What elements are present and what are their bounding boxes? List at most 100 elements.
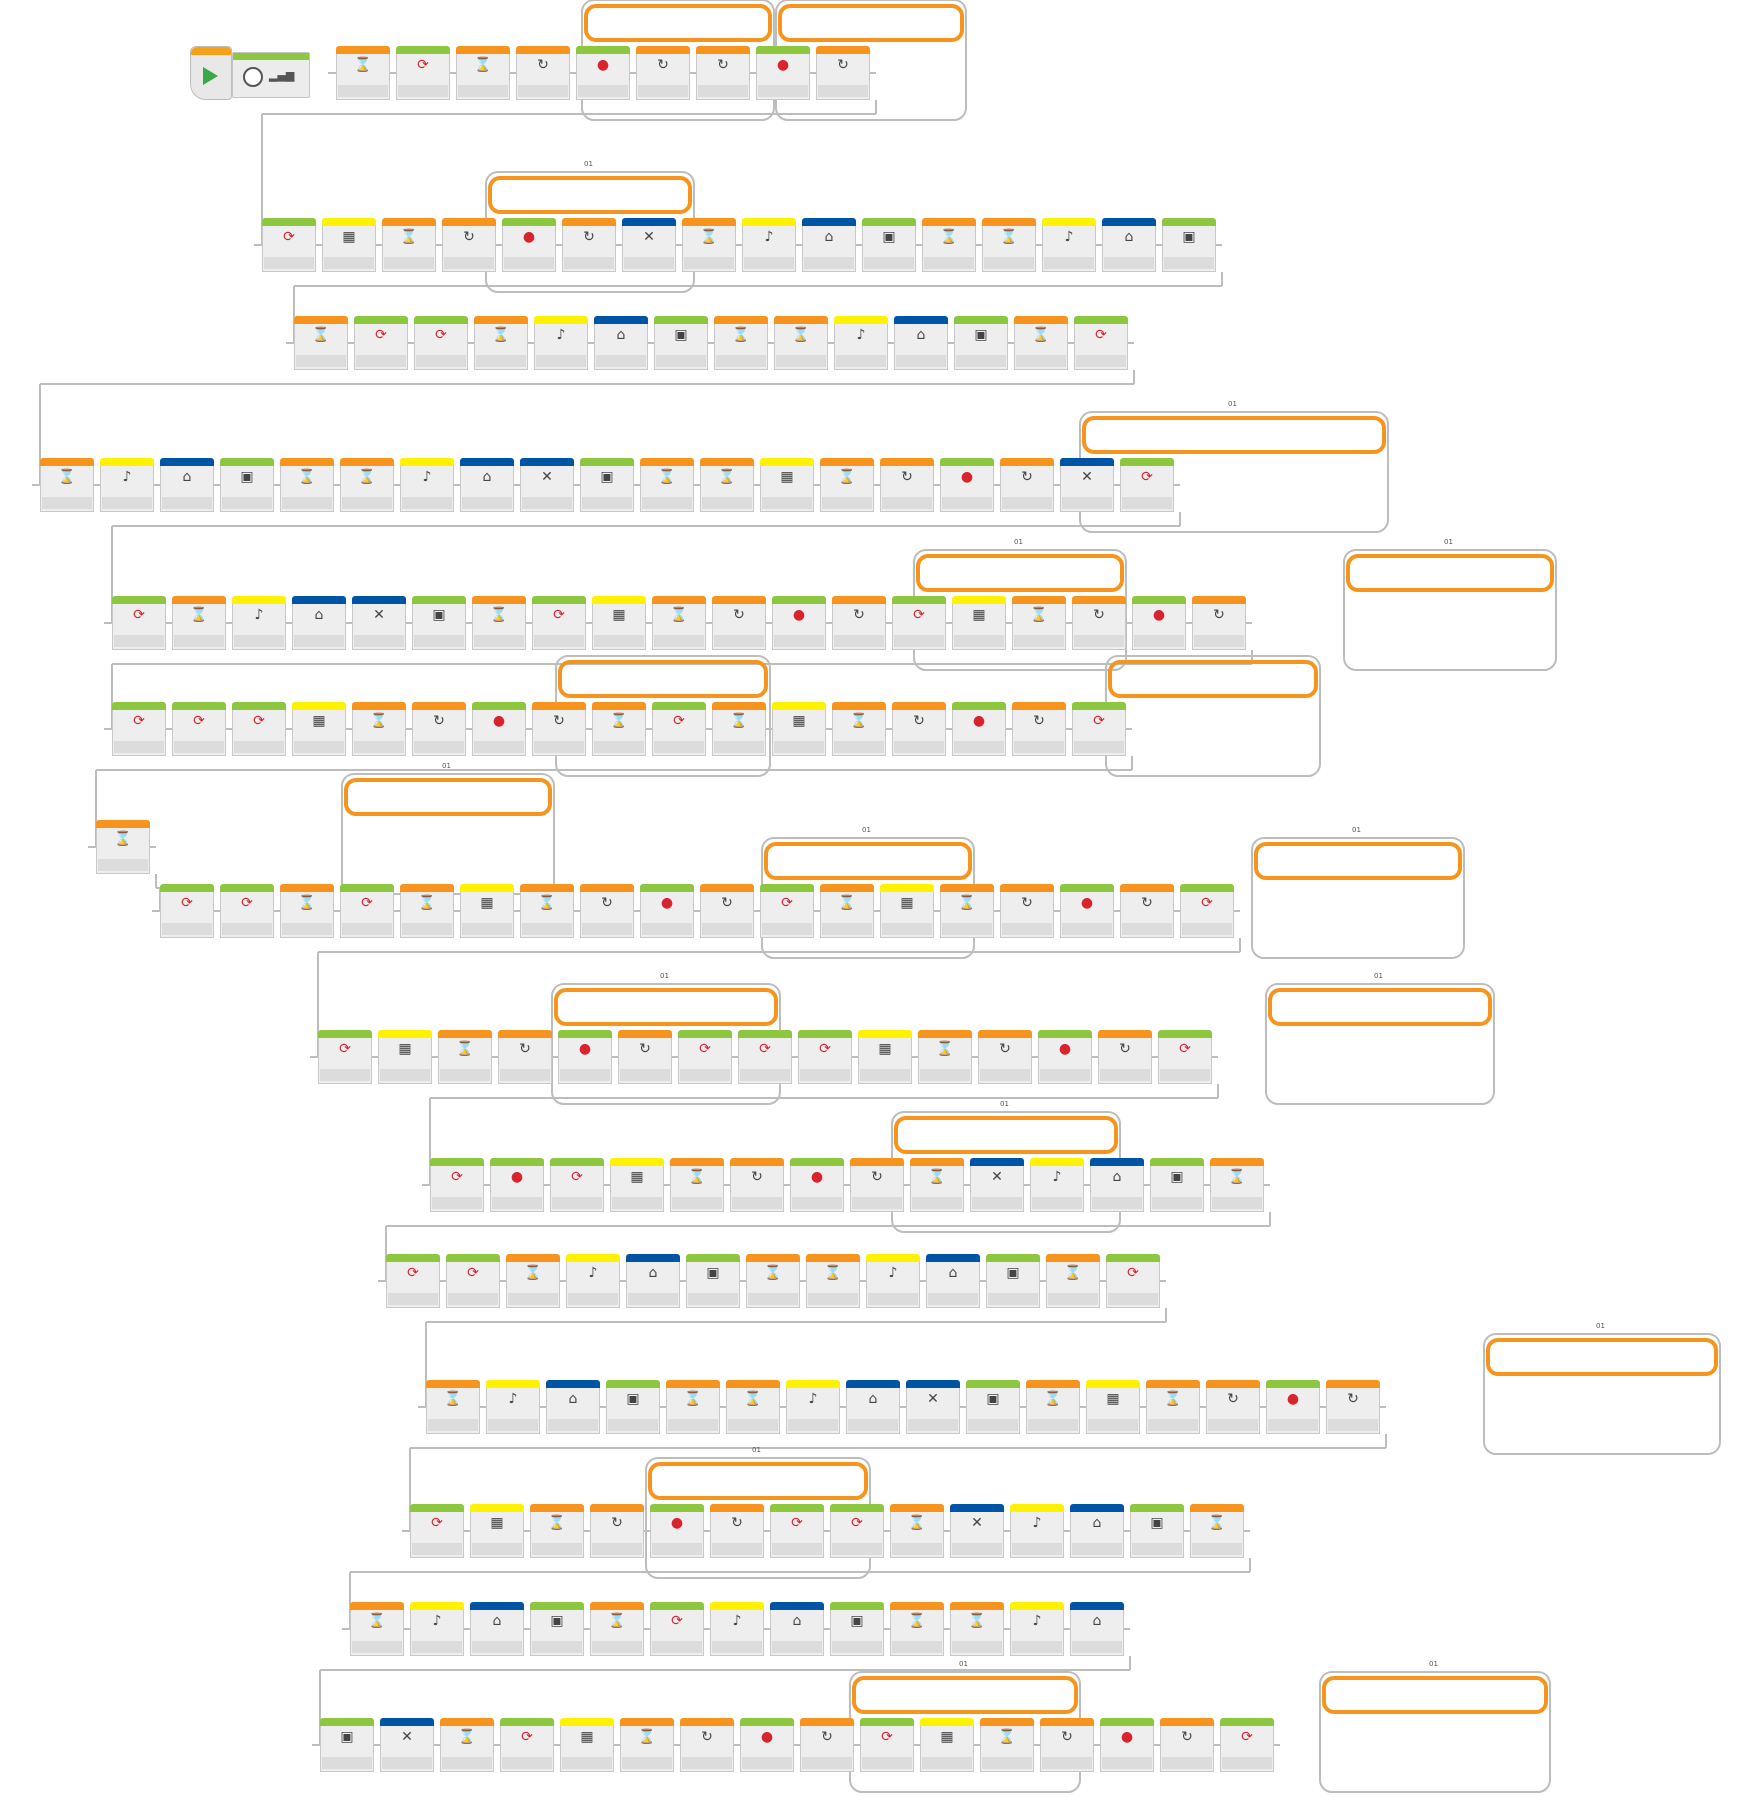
move-block[interactable]: ⟳ (532, 596, 586, 650)
loop-block-params[interactable] (500, 1069, 550, 1081)
reset-block[interactable]: ✕ (970, 1158, 1024, 1212)
sound-block[interactable]: ♪ (866, 1254, 920, 1308)
motor-block[interactable]: ● (576, 46, 630, 100)
brick-block[interactable]: ▦ (858, 1030, 912, 1084)
motor-block[interactable]: ● (740, 1718, 794, 1772)
loop-block-params[interactable] (1194, 635, 1244, 647)
wait-block-params[interactable] (442, 1757, 492, 1769)
reset-block-params[interactable] (952, 1543, 1002, 1555)
wait-block[interactable]: ⌛ (712, 702, 766, 756)
wait-block[interactable]: ⌛ (280, 458, 334, 512)
sensor-block[interactable]: ⌂ (546, 1380, 600, 1434)
display-block-params[interactable] (988, 1293, 1038, 1305)
sensor-block-params[interactable] (294, 635, 344, 647)
move-block[interactable]: ⟳ (410, 1504, 464, 1558)
loop-frame[interactable] (894, 1116, 1118, 1154)
sound-block-params[interactable] (1044, 257, 1094, 269)
wait-block[interactable]: ⌛ (832, 702, 886, 756)
wait-block[interactable]: ⌛ (474, 316, 528, 370)
wait-block[interactable]: ⌛ (382, 218, 436, 272)
display-block[interactable]: ▣ (1150, 1158, 1204, 1212)
wait-block-params[interactable] (474, 635, 524, 647)
loop-frame[interactable] (1268, 988, 1492, 1026)
move-block[interactable]: ⟳ (232, 702, 286, 756)
brick-block[interactable]: ▦ (322, 218, 376, 272)
display-block-params[interactable] (956, 355, 1006, 367)
reset-block-params[interactable] (354, 635, 404, 647)
sound-block[interactable]: ♪ (232, 596, 286, 650)
motor-block-params[interactable] (1134, 635, 1184, 647)
wait-block[interactable]: ⌛ (922, 218, 976, 272)
motor-block[interactable]: ● (772, 596, 826, 650)
wait-block[interactable]: ⌛ (620, 1718, 674, 1772)
sound-block[interactable]: ♪ (786, 1380, 840, 1434)
move-block[interactable]: ⟳ (340, 884, 394, 938)
wait-block[interactable]: ⌛ (980, 1718, 1034, 1772)
loop-block[interactable]: ↻ (590, 1504, 644, 1558)
display-block-params[interactable] (322, 1757, 372, 1769)
wait-block[interactable]: ⌛ (1046, 1254, 1100, 1308)
wait-block-params[interactable] (42, 497, 92, 509)
wait-block-params[interactable] (174, 635, 224, 647)
move-block[interactable]: ⟳ (798, 1030, 852, 1084)
display-block[interactable]: ▣ (1130, 1504, 1184, 1558)
wait-block-params[interactable] (1212, 1197, 1262, 1209)
brick-block-params[interactable] (860, 1069, 910, 1081)
move-block[interactable]: ⟳ (262, 218, 316, 272)
reset-block[interactable]: ✕ (380, 1718, 434, 1772)
wait-block-params[interactable] (352, 1641, 402, 1653)
loop-block-params[interactable] (1042, 1757, 1092, 1769)
sound-block[interactable]: ♪ (100, 458, 154, 512)
wait-block-params[interactable] (522, 923, 572, 935)
motor-block[interactable]: ● (640, 884, 694, 938)
reset-block-params[interactable] (1062, 497, 1112, 509)
motor-block[interactable]: ● (1132, 596, 1186, 650)
sensor-block[interactable]: ⌂ (802, 218, 856, 272)
wait-block-params[interactable] (1016, 355, 1066, 367)
wait-block[interactable]: ⌛ (726, 1380, 780, 1434)
reset-block[interactable]: ✕ (352, 596, 406, 650)
move-block-params[interactable] (162, 923, 212, 935)
motor-block[interactable]: ● (790, 1158, 844, 1212)
display-block[interactable]: ▣ (966, 1380, 1020, 1434)
brick-block-params[interactable] (472, 1543, 522, 1555)
sound-block-params[interactable] (1032, 1197, 1082, 1209)
sensor-block-params[interactable] (772, 1641, 822, 1653)
wait-block[interactable]: ⌛ (1210, 1158, 1264, 1212)
reset-block-params[interactable] (908, 1419, 958, 1431)
loop-block[interactable]: ↻ (498, 1030, 552, 1084)
reset-block-params[interactable] (972, 1197, 1022, 1209)
loop-block[interactable]: ↻ (680, 1718, 734, 1772)
loop-block[interactable]: ↻ (700, 884, 754, 938)
reset-block-params[interactable] (522, 497, 572, 509)
reset-block[interactable]: ✕ (906, 1380, 960, 1434)
loop-block[interactable]: ↻ (710, 1504, 764, 1558)
wait-block-params[interactable] (716, 355, 766, 367)
move-block-params[interactable] (534, 635, 584, 647)
sound-block[interactable]: ♪ (710, 1602, 764, 1656)
sensor-block[interactable]: ⌂ (460, 458, 514, 512)
loop-block-params[interactable] (638, 85, 688, 97)
display-block-params[interactable] (608, 1419, 658, 1431)
brick-block-params[interactable] (762, 497, 812, 509)
display-block-params[interactable] (1132, 1543, 1182, 1555)
wait-block[interactable]: ⌛ (40, 458, 94, 512)
wait-block-params[interactable] (668, 1419, 718, 1431)
wait-block-params[interactable] (338, 85, 388, 97)
display-block[interactable]: ▣ (530, 1602, 584, 1656)
wait-block-params[interactable] (714, 741, 764, 753)
display-block-params[interactable] (1152, 1197, 1202, 1209)
sound-block[interactable]: ♪ (486, 1380, 540, 1434)
wait-block[interactable]: ⌛ (1014, 316, 1068, 370)
loop-frame[interactable] (1322, 1676, 1548, 1714)
wait-block-params[interactable] (892, 1641, 942, 1653)
display-block[interactable]: ▣ (1162, 218, 1216, 272)
sensor-block-params[interactable] (1072, 1641, 1122, 1653)
wait-block[interactable]: ⌛ (890, 1602, 944, 1656)
loop-block[interactable]: ↻ (800, 1718, 854, 1772)
loop-block[interactable]: ↻ (696, 46, 750, 100)
wait-block-params[interactable] (1028, 1419, 1078, 1431)
sound-block[interactable]: ♪ (834, 316, 888, 370)
move-block[interactable]: ⟳ (1120, 458, 1174, 512)
wait-block-params[interactable] (984, 257, 1034, 269)
